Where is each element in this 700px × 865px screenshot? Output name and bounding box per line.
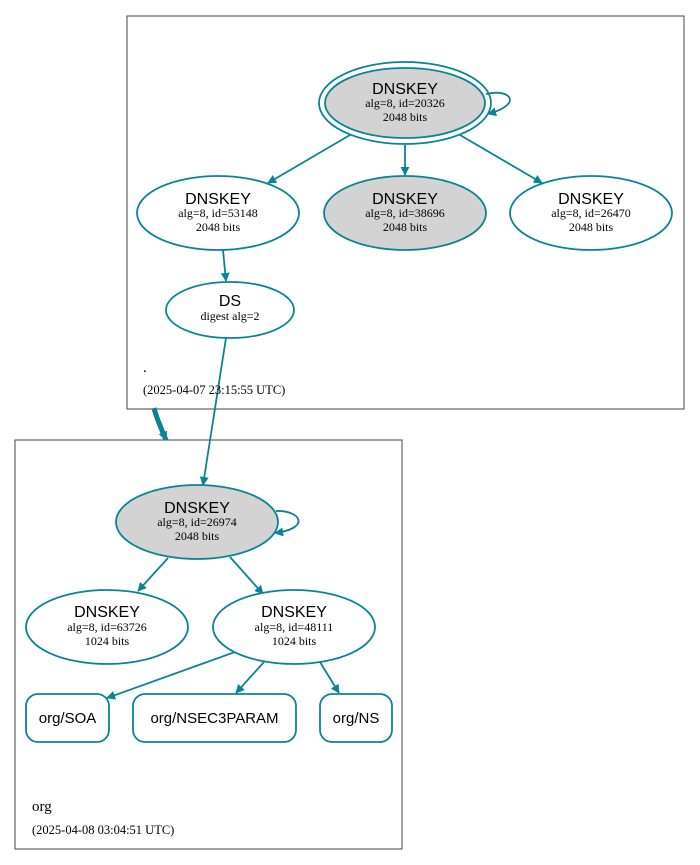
root-zsk-a-size: 2048 bits bbox=[196, 220, 241, 234]
org-zsk-a-type: DNSKEY bbox=[74, 604, 140, 621]
root-zsk-a-node[interactable]: DNSKEY alg=8, id=53148 2048 bits bbox=[136, 175, 300, 251]
root-zsk-c-type: DNSKEY bbox=[558, 191, 624, 208]
root-zsk-a-type: DNSKEY bbox=[185, 191, 251, 208]
org-nsec3param-rrset[interactable]: org/NSEC3PARAM bbox=[132, 693, 297, 743]
org-ksk-type: DNSKEY bbox=[164, 500, 230, 517]
edge-root-ksk-to-zsk-c bbox=[459, 134, 543, 184]
org-ksk-info: alg=8, id=26974 bbox=[157, 515, 237, 529]
org-zone-timestamp: (2025-04-08 03:04:51 UTC) bbox=[32, 823, 174, 837]
root-zsk-b-info: alg=8, id=38696 bbox=[365, 206, 445, 220]
root-zsk-b-type: DNSKEY bbox=[372, 191, 438, 208]
root-zsk-a-info: alg=8, id=53148 bbox=[178, 206, 258, 220]
org-soa-rrset[interactable]: org/SOA bbox=[25, 693, 110, 743]
edge-delegation bbox=[151, 407, 169, 441]
org-zsk-b-node[interactable]: DNSKEY alg=8, id=48111 1024 bits bbox=[212, 589, 376, 665]
root-ds-info: digest alg=2 bbox=[200, 309, 259, 323]
root-zsk-c-size: 2048 bits bbox=[569, 220, 614, 234]
org-ksk-size: 2048 bits bbox=[175, 529, 220, 543]
org-soa-label: org/SOA bbox=[39, 710, 97, 727]
edge-org-ksk-to-zsk-a bbox=[137, 557, 169, 592]
edge-org-ksk-to-zsk-b bbox=[229, 556, 264, 595]
edge-zsk-b-to-nsec3param bbox=[235, 661, 265, 694]
org-zsk-a-info: alg=8, id=63726 bbox=[67, 620, 147, 634]
org-zsk-b-info: alg=8, id=48111 bbox=[255, 620, 334, 634]
org-zsk-b-type: DNSKEY bbox=[261, 604, 327, 621]
edges bbox=[106, 91, 543, 700]
root-ds-node[interactable]: DS digest alg=2 bbox=[165, 281, 295, 339]
org-nsec3param-label: org/NSEC3PARAM bbox=[150, 710, 278, 727]
edge-org-ksk-self bbox=[274, 510, 300, 537]
root-ksk-info: alg=8, id=20326 bbox=[365, 96, 445, 110]
edge-ds-to-org-ksk bbox=[199, 337, 227, 486]
org-zsk-a-node[interactable]: DNSKEY alg=8, id=63726 1024 bits bbox=[25, 589, 189, 665]
root-zsk-b-size: 2048 bits bbox=[383, 220, 428, 234]
root-zsk-c-node[interactable]: DNSKEY alg=8, id=26470 2048 bits bbox=[509, 175, 673, 251]
edge-zsk-b-to-ns bbox=[319, 661, 340, 694]
org-ns-label: org/NS bbox=[333, 710, 380, 727]
root-ksk-size: 2048 bits bbox=[383, 110, 428, 124]
edge-root-ksk-to-zsk-a bbox=[267, 134, 351, 184]
edge-zsk-b-to-soa bbox=[106, 651, 236, 700]
root-ksk-node[interactable]: DNSKEY alg=8, id=20326 2048 bits bbox=[318, 61, 492, 145]
org-zsk-b-size: 1024 bits bbox=[272, 634, 317, 648]
root-zsk-c-info: alg=8, id=26470 bbox=[551, 206, 631, 220]
root-ksk-outer-ring bbox=[318, 61, 492, 145]
org-ns-rrset[interactable]: org/NS bbox=[319, 693, 393, 743]
root-zone-timestamp: (2025-04-07 23:15:55 UTC) bbox=[143, 383, 285, 397]
edge-root-ksk-self bbox=[485, 91, 511, 117]
org-ksk-node[interactable]: DNSKEY alg=8, id=26974 2048 bits bbox=[115, 484, 279, 560]
root-ds-type: DS bbox=[219, 293, 241, 310]
root-ksk-type: DNSKEY bbox=[372, 81, 438, 98]
root-zsk-b-node[interactable]: DNSKEY alg=8, id=38696 2048 bits bbox=[323, 175, 487, 251]
root-zone-name: . bbox=[143, 360, 147, 376]
org-zone-name: org bbox=[32, 799, 52, 815]
edge-zsk-a-to-ds bbox=[220, 249, 230, 282]
org-zsk-a-size: 1024 bits bbox=[85, 634, 130, 648]
